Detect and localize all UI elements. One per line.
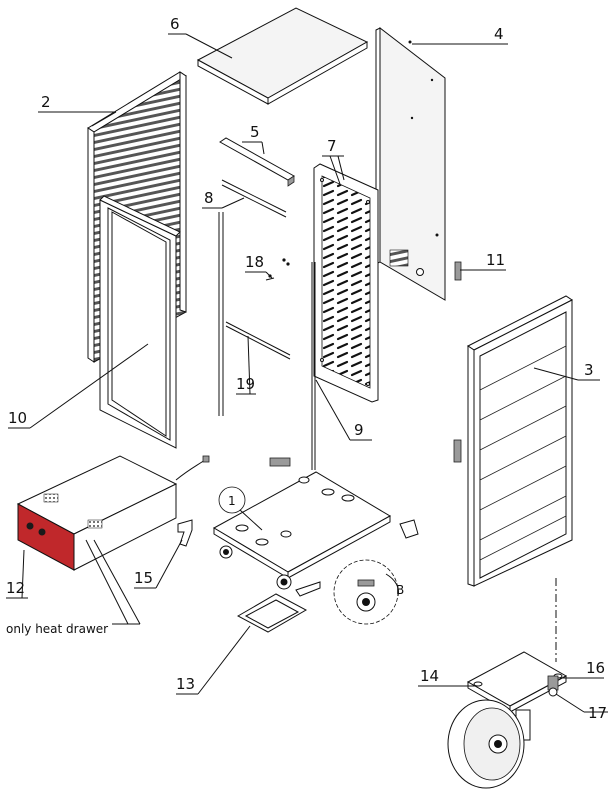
part-12-heat-drawer <box>16 455 210 571</box>
callout-9-label: 9 <box>354 421 364 439</box>
callout-9: 9 <box>315 379 372 441</box>
callout-13: 13 <box>176 625 251 695</box>
part-11-bracket <box>454 261 462 281</box>
callout-16-label: 16 <box>586 659 605 677</box>
callout-17-label: 17 <box>588 704 607 722</box>
callout-15: 15 <box>134 539 183 589</box>
callout-10-label: 10 <box>8 409 27 427</box>
callout-19: 19 <box>236 335 256 395</box>
callout-19-label: 19 <box>236 375 255 393</box>
callout-1: 1 <box>218 486 263 531</box>
callout-13-label: 13 <box>176 675 195 693</box>
callout-6: 6 <box>168 15 233 59</box>
callout-12: 12 <box>6 549 28 599</box>
callout-16: 16 <box>560 659 605 679</box>
part-19-rail <box>225 321 291 360</box>
callout-12-label: 12 <box>6 579 25 597</box>
callout-10: 10 <box>8 343 149 429</box>
callout-4-label: 4 <box>494 25 504 43</box>
callout-5-label: 5 <box>250 123 260 141</box>
part-5-top-bar <box>219 137 295 187</box>
callout-6-label: 6 <box>170 15 180 33</box>
part-1-base <box>212 457 392 597</box>
callout-7-label: 7 <box>327 137 337 155</box>
callout-8: 8 <box>202 189 245 209</box>
callout-4: 4 <box>412 25 508 45</box>
part-9-rod <box>311 262 316 470</box>
callout-2: 2 <box>38 93 117 127</box>
callout-17: 17 <box>555 693 608 722</box>
detail-b-caster <box>333 559 399 625</box>
part-14-caster <box>447 578 568 789</box>
part-13-tray <box>236 593 308 633</box>
detail-b-callout: B <box>385 573 404 597</box>
detail-b-label: B <box>396 583 404 597</box>
part-4-back-panel <box>375 26 446 301</box>
callout-11-label: 11 <box>486 251 505 269</box>
part-18-screws <box>265 258 290 281</box>
callout-8-label: 8 <box>204 189 214 207</box>
callout-11: 11 <box>460 251 506 271</box>
only-heat-drawer-note: only heat drawer <box>6 539 141 636</box>
callout-2-label: 2 <box>41 93 51 111</box>
only-heat-drawer-text: only heat drawer <box>6 622 108 636</box>
callout-18: 18 <box>245 253 273 279</box>
callout-3-label: 3 <box>584 361 594 379</box>
callout-14-label: 14 <box>420 667 439 685</box>
callout-7: 7 <box>322 137 345 185</box>
part-8-frame <box>218 179 287 416</box>
part-3-side-frame <box>453 295 573 587</box>
callout-3: 3 <box>533 361 600 381</box>
callout-15-label: 15 <box>134 569 153 587</box>
callout-18-label: 18 <box>245 253 264 271</box>
part-7-perforated-panel <box>313 163 379 403</box>
callout-1-label: 1 <box>228 494 236 508</box>
part-6-top-panel <box>196 7 369 105</box>
callout-14: 14 <box>418 667 478 687</box>
callout-5: 5 <box>242 123 265 155</box>
part-15-bracket <box>177 519 419 547</box>
part-10-glass-door <box>99 195 181 449</box>
